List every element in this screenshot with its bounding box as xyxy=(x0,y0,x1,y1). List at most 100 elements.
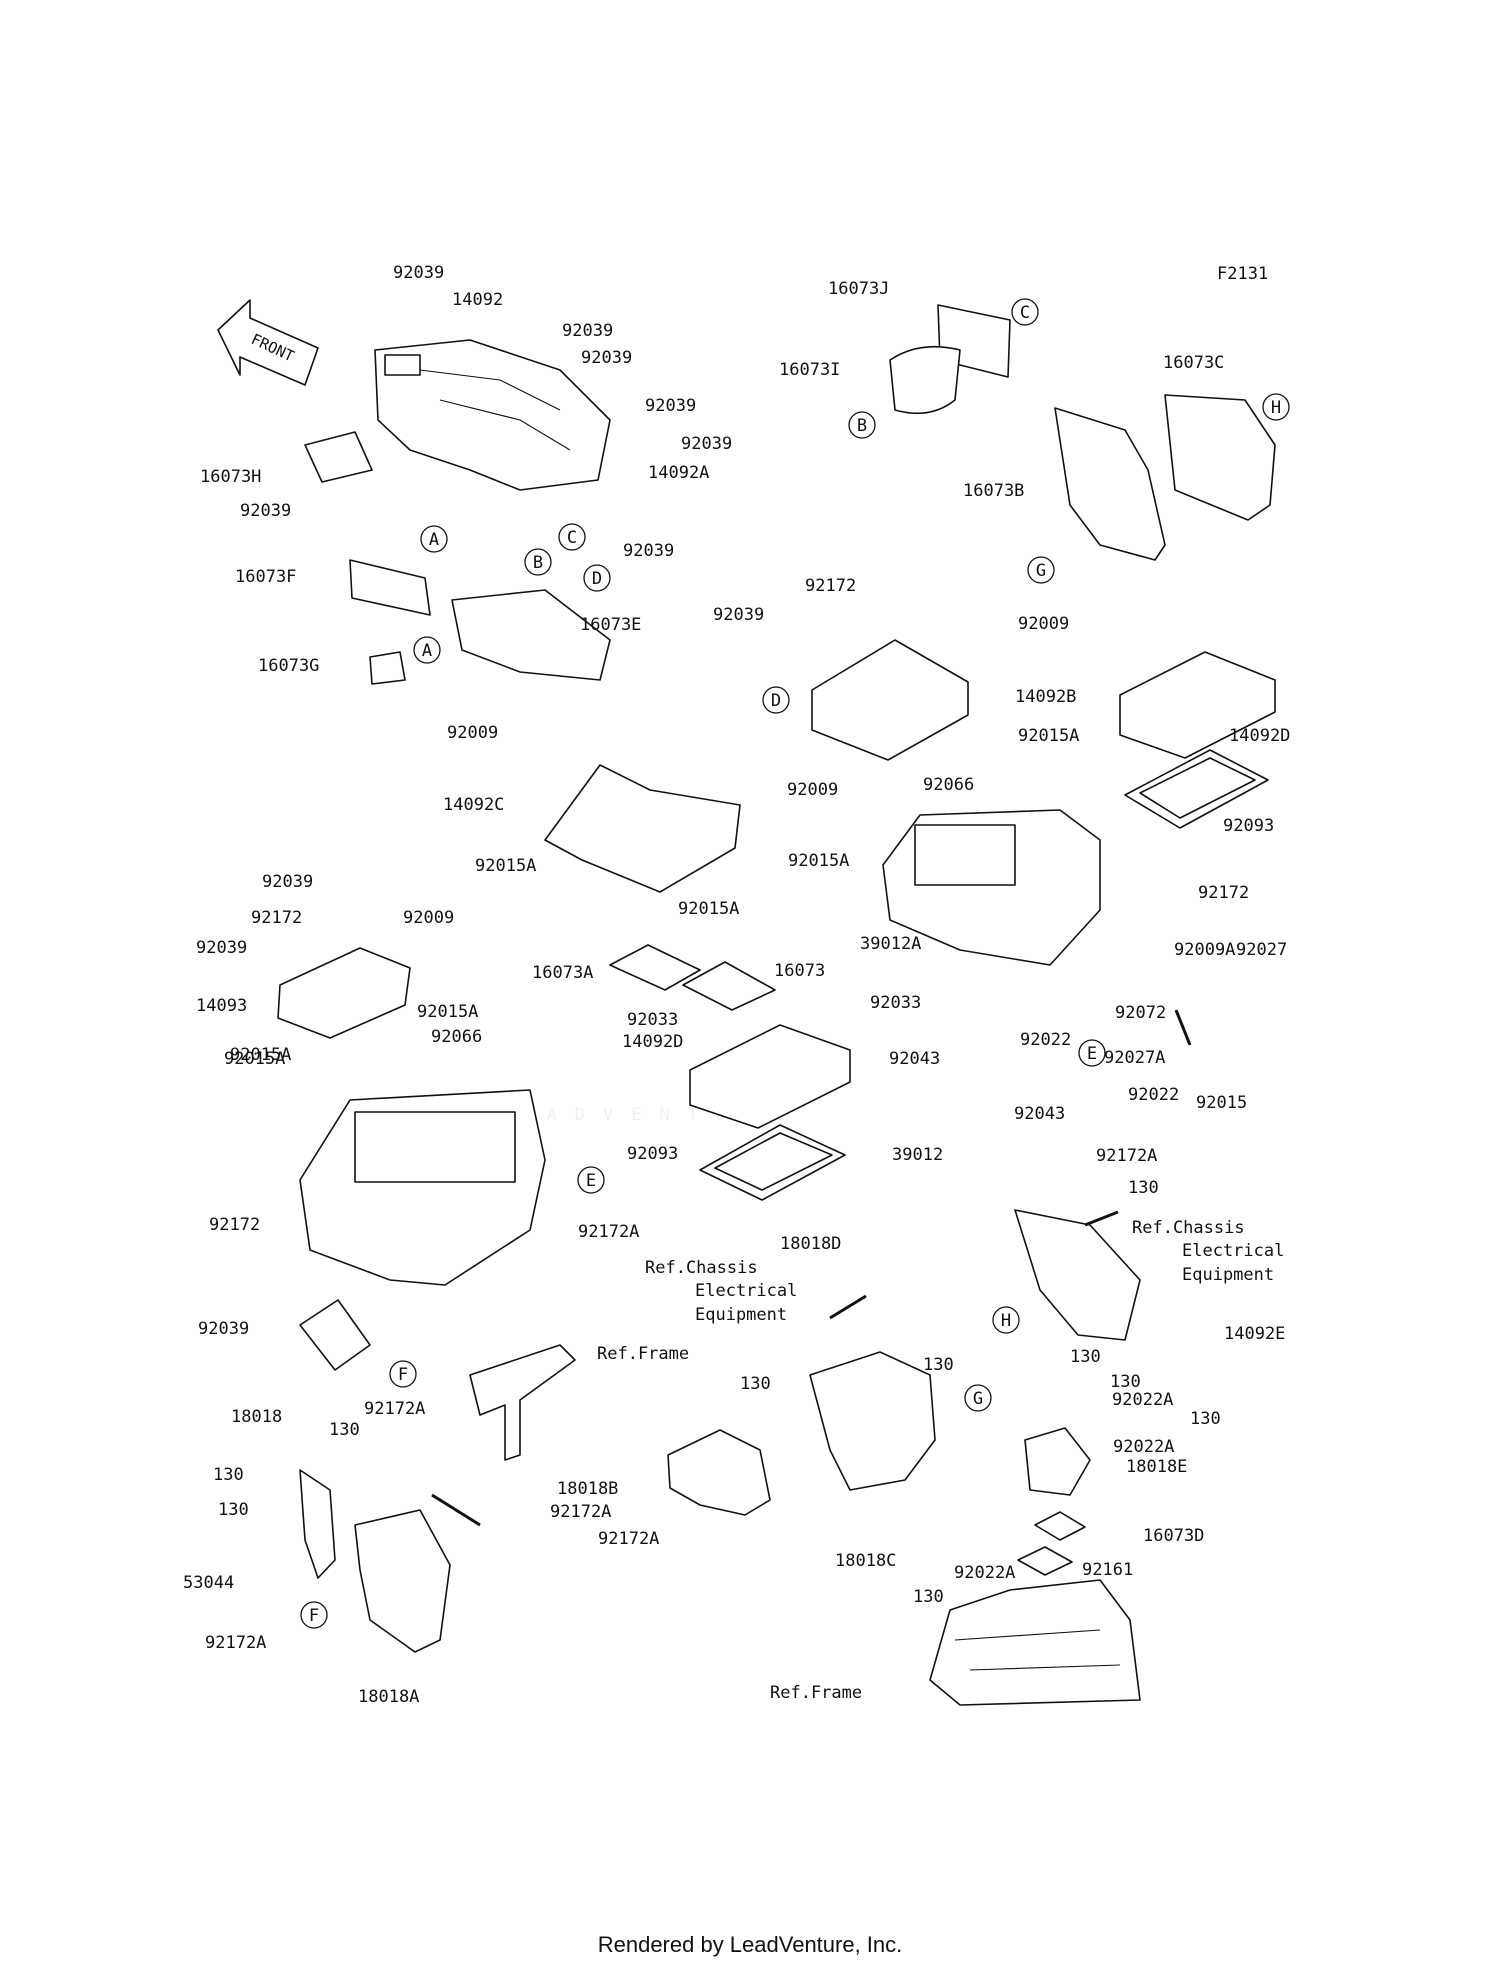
callout-g: G xyxy=(964,1384,992,1412)
callout-letter: B xyxy=(857,416,867,436)
part-number-label: 92009A xyxy=(1174,940,1235,960)
part-number-label: 18018 xyxy=(231,1407,282,1427)
bracket-18018a xyxy=(354,1509,451,1653)
frame-bracket xyxy=(469,1344,576,1461)
part-number-label: 130 xyxy=(913,1587,944,1607)
callout-a: A xyxy=(420,525,448,553)
part-number-label: 92033 xyxy=(627,1010,678,1030)
callout-letter: B xyxy=(533,553,543,573)
lever-92072 xyxy=(1174,1009,1192,1046)
part-number-label: 92172A xyxy=(364,1399,425,1419)
pad-92161 xyxy=(1017,1546,1073,1576)
bracket-18018c xyxy=(809,1351,936,1491)
pad-16073d xyxy=(1034,1511,1086,1541)
callout-letter: F xyxy=(398,1365,408,1385)
part-number-label: 16073H xyxy=(200,467,261,487)
part-number-label: 92015A xyxy=(224,1049,285,1069)
part-number-label: 92015A xyxy=(417,1002,478,1022)
storage-box-39012 xyxy=(299,1089,546,1286)
part-number-label: 18018A xyxy=(358,1687,419,1707)
front-arrow-icon: FRONT xyxy=(217,299,319,386)
plate-14092e xyxy=(299,1299,371,1371)
part-number-label: 92039 xyxy=(713,605,764,625)
plate-16073a xyxy=(609,944,701,991)
part-number-label: 92015A xyxy=(1018,726,1079,746)
callout-letter: E xyxy=(1087,1044,1097,1064)
callout-letter: A xyxy=(422,641,432,661)
part-number-label: 130 xyxy=(1110,1372,1141,1392)
part-number-label: 92009 xyxy=(403,908,454,928)
panel-mat-16073h xyxy=(304,431,373,483)
callout-d: D xyxy=(583,564,611,592)
part-number-label: 92039 xyxy=(196,938,247,958)
part-number-label: 16073C xyxy=(1163,353,1224,373)
cover-14092b xyxy=(811,639,969,761)
part-number-label: 130 xyxy=(740,1374,771,1394)
ref-chassis-right-3: Equipment xyxy=(1182,1265,1274,1285)
ref-chassis-left-3: Equipment xyxy=(695,1305,787,1325)
part-number-label: 92027 xyxy=(1236,940,1287,960)
callout-letter: H xyxy=(1271,398,1281,418)
part-number-label: 92027A xyxy=(1104,1048,1165,1068)
callout-c: C xyxy=(1011,298,1039,326)
ref-frame-bottom: Ref.Frame xyxy=(770,1683,862,1703)
part-number-label: 92022A xyxy=(1113,1437,1174,1457)
callout-g: G xyxy=(1027,556,1055,584)
callout-letter: D xyxy=(771,691,781,711)
part-number-label: 16073F xyxy=(235,567,296,587)
part-number-label: 14092C xyxy=(443,795,504,815)
front-panel-part xyxy=(374,339,611,491)
part-number-label: 16073G xyxy=(258,656,319,676)
part-number-label: 92015A xyxy=(788,851,849,871)
part-number-label: 92172 xyxy=(251,908,302,928)
part-number-label: 92015A xyxy=(475,856,536,876)
figure-code: F2131 xyxy=(1217,264,1268,284)
part-number-label: 18018C xyxy=(835,1551,896,1571)
part-number-label: 92039 xyxy=(562,321,613,341)
storage-box-39012a xyxy=(882,809,1101,966)
callout-letter: F xyxy=(309,1606,319,1626)
callout-letter: E xyxy=(586,1171,596,1191)
part-number-label: 92039 xyxy=(581,348,632,368)
callout-f: F xyxy=(389,1360,417,1388)
part-number-label: 92043 xyxy=(889,1049,940,1069)
part-number-label: 130 xyxy=(329,1420,360,1440)
part-number-label: 92015A xyxy=(678,899,739,919)
ref-chassis-left-2: Electrical xyxy=(695,1281,797,1301)
storage-lid-14092d xyxy=(689,1024,851,1129)
cable-strap-chassis-left xyxy=(829,1294,867,1320)
part-number-label: 14092 xyxy=(452,290,503,310)
part-number-label: 92022A xyxy=(1112,1390,1173,1410)
callout-a: A xyxy=(413,636,441,664)
part-number-label: 92039 xyxy=(645,396,696,416)
part-number-label: 92039 xyxy=(393,263,444,283)
part-number-label: 16073I xyxy=(779,360,840,380)
bracket-18018b xyxy=(667,1429,771,1516)
part-number-label: 92022 xyxy=(1020,1030,1071,1050)
part-number-label: 14092B xyxy=(1015,687,1076,707)
callout-h: H xyxy=(992,1306,1020,1334)
part-number-label: 92039 xyxy=(198,1319,249,1339)
part-number-label: 92009 xyxy=(787,780,838,800)
part-number-label: 130 xyxy=(1070,1347,1101,1367)
panel-mat-16073f xyxy=(349,559,431,616)
callout-letter: A xyxy=(429,530,439,550)
part-number-label: 92093 xyxy=(1223,816,1274,836)
panel-mat-16073g xyxy=(369,651,406,685)
part-number-label: 130 xyxy=(923,1355,954,1375)
part-number-label: 130 xyxy=(1128,1178,1159,1198)
part-number-label: 92039 xyxy=(623,541,674,561)
part-number-label: 92093 xyxy=(627,1144,678,1164)
part-number-label: 92022 xyxy=(1128,1085,1179,1105)
bracket-18018d xyxy=(1014,1209,1141,1341)
part-number-label: 92022A xyxy=(954,1563,1015,1583)
panel-mat-16073e xyxy=(451,589,611,681)
part-number-label: 92009 xyxy=(1018,614,1069,634)
callout-letter: C xyxy=(1020,303,1030,323)
part-number-label: 92015 xyxy=(1196,1093,1247,1113)
part-number-label: 92033 xyxy=(870,993,921,1013)
footer-credit: Rendered by LeadVenture, Inc. xyxy=(597,1932,903,1957)
part-number-label: 16073J xyxy=(828,279,889,299)
part-number-label: 92172A xyxy=(550,1502,611,1522)
